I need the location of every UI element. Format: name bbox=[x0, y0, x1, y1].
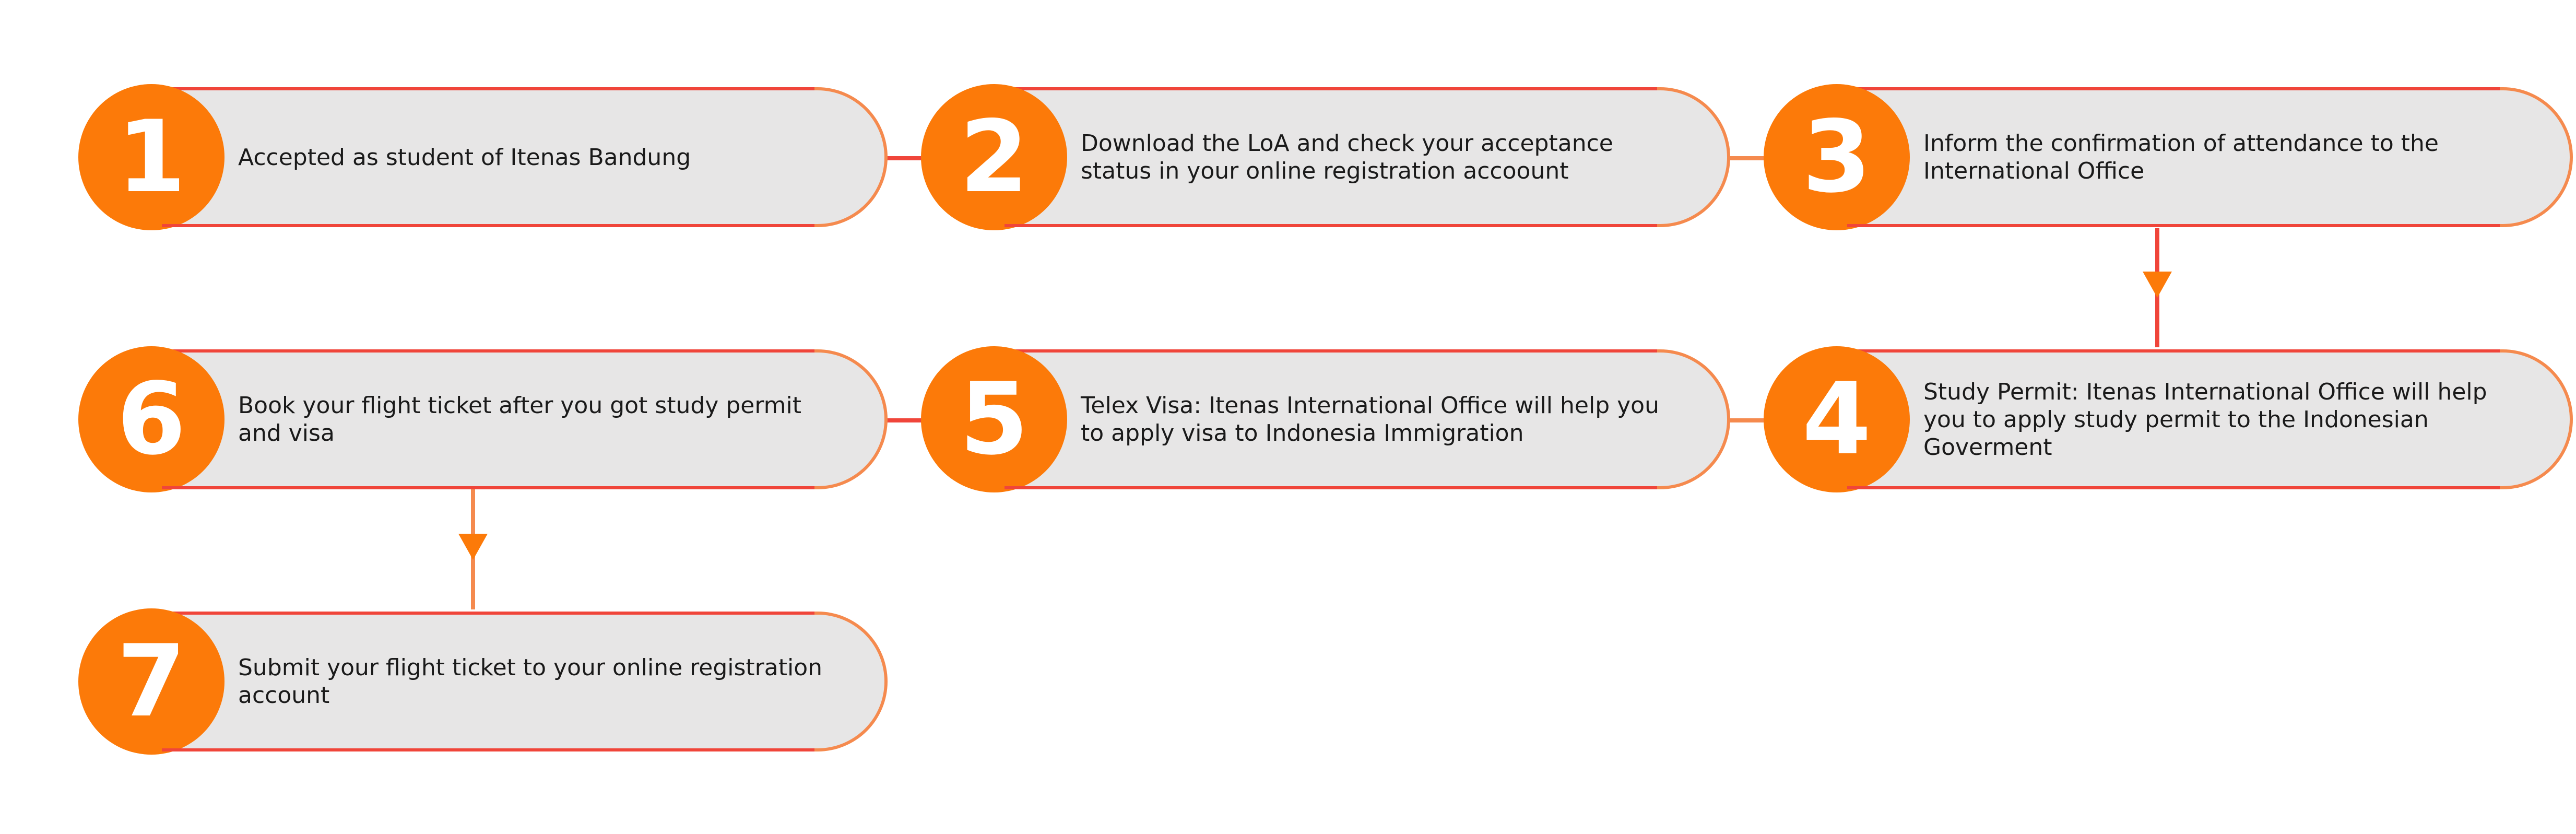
step-6-text: Book your flight ticket after you got st… bbox=[238, 392, 801, 447]
step-1-text: Accepted as student of Itenas Bandung bbox=[238, 144, 691, 171]
step-6-box: 6 Book your flight ticket after you got … bbox=[78, 346, 888, 492]
step-4-text: Study Permit: Itenas International Offic… bbox=[1923, 378, 2487, 461]
step-4-number-badge: 4 bbox=[1764, 346, 1910, 492]
step-2-number: 2 bbox=[959, 99, 1029, 215]
step-3-box: 3 Inform the confirmation of attendance … bbox=[1764, 84, 2573, 230]
step-3-number-badge: 3 bbox=[1764, 84, 1910, 230]
step-5-text: Telex Visa: Itenas International Office … bbox=[1081, 392, 1659, 447]
step-7-box: 7 Submit your flight ticket to your onli… bbox=[78, 608, 888, 755]
step-3-text: Inform the confirmation of attendance to… bbox=[1923, 130, 2439, 184]
step-4-number: 4 bbox=[1802, 361, 1872, 477]
step-1-number-badge: 1 bbox=[78, 84, 224, 230]
step-5-box: 5 Telex Visa: Itenas International Offic… bbox=[921, 346, 1730, 492]
step-7-number: 7 bbox=[116, 624, 186, 739]
step-6-number: 6 bbox=[116, 361, 186, 477]
step-2-text: Download the LoA and check your acceptan… bbox=[1081, 130, 1613, 184]
arrow-6-to-7 bbox=[458, 534, 488, 560]
step-4-box: 4 Study Permit: Itenas International Off… bbox=[1764, 346, 2573, 492]
step-7-number-badge: 7 bbox=[78, 608, 224, 755]
arrow-3-to-4 bbox=[2143, 272, 2172, 298]
step-2-box: 2 Download the LoA and check your accept… bbox=[921, 84, 1730, 230]
step-5-number-badge: 5 bbox=[921, 346, 1067, 492]
step-3-number: 3 bbox=[1802, 99, 1872, 215]
step-7-text: Submit your flight ticket to your online… bbox=[238, 654, 823, 709]
step-2-number-badge: 2 bbox=[921, 84, 1067, 230]
step-1-number: 1 bbox=[116, 99, 186, 215]
step-1-box: 1 Accepted as student of Itenas Bandung bbox=[78, 84, 888, 230]
step-6-number-badge: 6 bbox=[78, 346, 224, 492]
step-5-number: 5 bbox=[959, 361, 1029, 477]
